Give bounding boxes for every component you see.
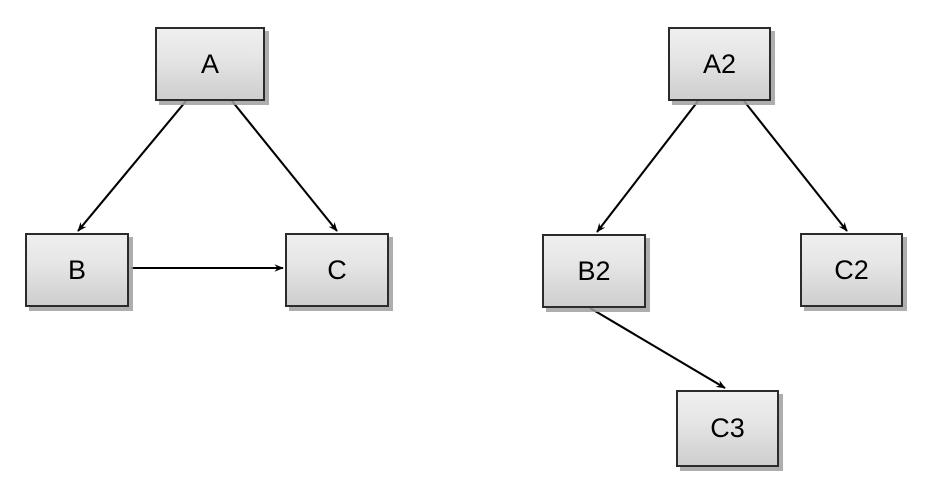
diagram-node-c3[interactable]: C3 — [676, 390, 779, 467]
edge-a-c[interactable] — [231, 100, 338, 232]
node-label: A2 — [702, 48, 737, 79]
edge-a-b[interactable] — [77, 100, 187, 232]
node-label: C — [327, 254, 347, 285]
diagram-node-c2[interactable]: C2 — [800, 233, 903, 307]
edge-b2-c3[interactable] — [589, 307, 726, 389]
node-label: C2 — [834, 254, 869, 285]
node-label: A — [200, 48, 219, 79]
node-label: C3 — [710, 413, 745, 443]
node-label: B — [67, 254, 86, 285]
diagram-node-b[interactable]: B — [25, 233, 129, 307]
diagram-node-a2[interactable]: A2 — [668, 27, 771, 101]
node-label: B2 — [577, 255, 611, 286]
diagram-node-b2[interactable]: B2 — [542, 234, 646, 308]
edge-a2-b2[interactable] — [596, 100, 699, 233]
diagram-node-c[interactable]: C — [285, 233, 389, 307]
diagram-node-a[interactable]: A — [155, 27, 265, 101]
edge-a2-c2[interactable] — [743, 100, 848, 232]
